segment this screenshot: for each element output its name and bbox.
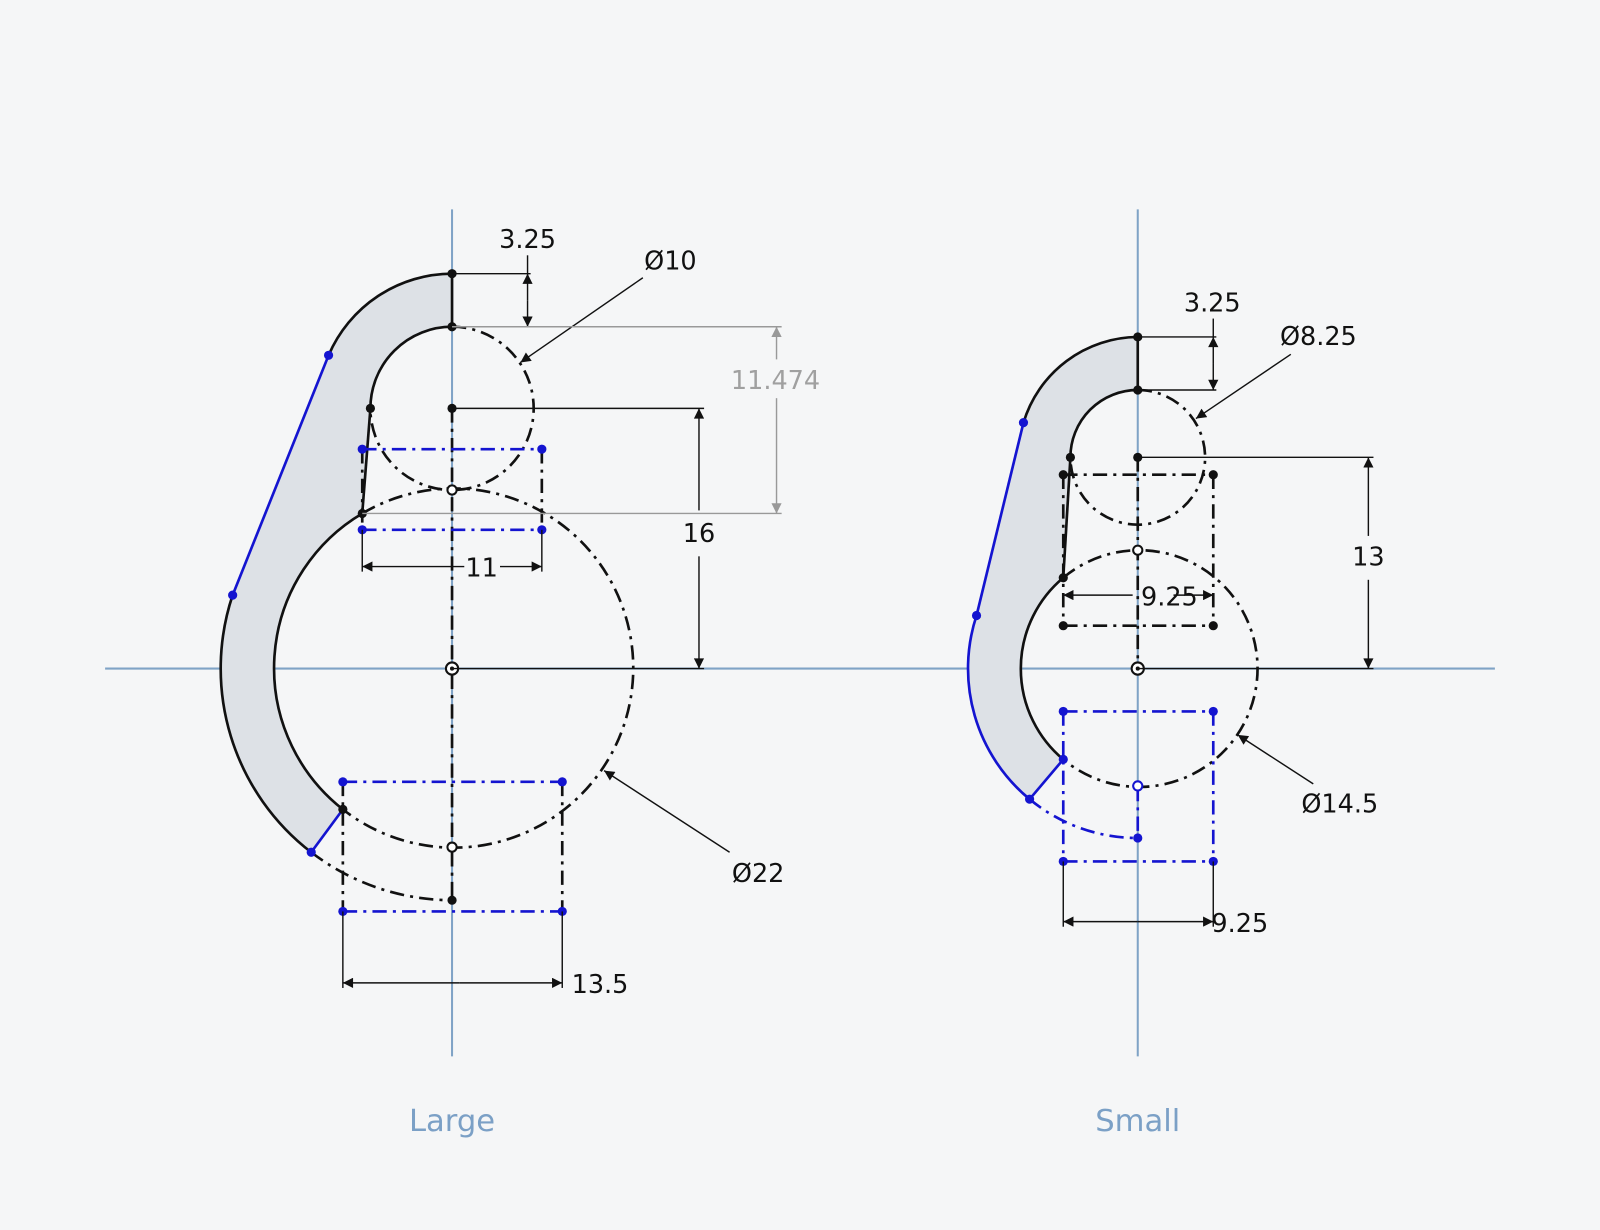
large-dim-small-diameter-text: Ø10 — [644, 247, 697, 277]
small-end-line[interactable] — [1028, 758, 1065, 801]
large-outer-line[interactable] — [231, 354, 330, 596]
large-dim-top-width[interactable]: 11 — [361, 529, 543, 584]
large-small-arc[interactable] — [369, 325, 453, 409]
small-dim-offset-text: 13 — [1352, 543, 1384, 573]
large-outer-bottom-arc[interactable] — [219, 594, 313, 854]
small-profile-fill — [968, 336, 1138, 800]
large-dim-small-diameter[interactable]: Ø10 — [520, 247, 697, 364]
small-dim-bottom-width[interactable]: 9.25 — [1062, 861, 1268, 939]
small-dim-small-diameter-text: Ø8.25 — [1280, 322, 1357, 352]
large-inner-arc[interactable] — [272, 512, 363, 811]
small-sketch[interactable]: 3.25 Ø8.25 13 9.25 Ø14.5 9.25 Small — [966, 288, 1385, 1139]
small-dim-wall[interactable]: 3.25 — [1137, 288, 1241, 391]
large-neck-line[interactable] — [360, 408, 372, 514]
small-dim-small-diameter[interactable]: Ø8.25 — [1195, 322, 1357, 420]
small-small-arc[interactable] — [1069, 388, 1138, 458]
large-sketch[interactable]: 3.25 Ø10 11.474 16 11 Ø22 — [219, 225, 820, 1139]
small-outer-line[interactable] — [975, 422, 1025, 616]
large-dim-large-diameter[interactable]: Ø22 — [603, 770, 785, 889]
large-dim-offset[interactable]: 16 — [452, 407, 715, 670]
small-dim-offset[interactable]: 13 — [1137, 456, 1385, 670]
small-dim-top-width[interactable]: 9.25 — [1063, 582, 1214, 612]
small-label: Small — [1095, 1104, 1180, 1139]
small-dim-large-diameter[interactable]: Ø14.5 — [1237, 734, 1378, 820]
small-outer-construction-arc — [1028, 798, 1138, 840]
large-end-line[interactable] — [310, 808, 344, 854]
small-dim-wall-text: 3.25 — [1184, 288, 1241, 318]
large-dim-offset-text: 16 — [683, 519, 715, 549]
large-dim-bottom-width[interactable]: 13.5 — [342, 911, 629, 1000]
small-inner-arc[interactable] — [1019, 576, 1065, 761]
large-dim-wall-text: 3.25 — [499, 225, 556, 255]
small-dim-large-diameter-text: Ø14.5 — [1301, 789, 1378, 819]
large-dim-driven-text: 11.474 — [731, 366, 820, 396]
large-outer-construction-arc — [310, 851, 453, 902]
large-dim-top-width-text: 11 — [465, 554, 497, 584]
large-label: Large — [409, 1104, 495, 1139]
large-dim-driven[interactable]: 11.474 — [362, 326, 820, 515]
small-neck-line[interactable] — [1061, 457, 1072, 578]
large-outer-arc[interactable] — [327, 272, 453, 356]
large-dim-large-diameter-text: Ø22 — [732, 859, 785, 889]
small-dim-bottom-width-text: 9.25 — [1211, 909, 1268, 939]
large-dim-bottom-width-text: 13.5 — [572, 970, 629, 1000]
large-dim-wall[interactable]: 3.25 — [452, 225, 556, 328]
large-profile-fill — [220, 273, 453, 853]
small-small-circle-construction — [1069, 388, 1207, 526]
small-dim-top-width-text: 9.25 — [1141, 582, 1198, 612]
small-outer-bottom-arc[interactable] — [966, 615, 1031, 801]
small-outer-arc[interactable] — [1022, 335, 1138, 424]
